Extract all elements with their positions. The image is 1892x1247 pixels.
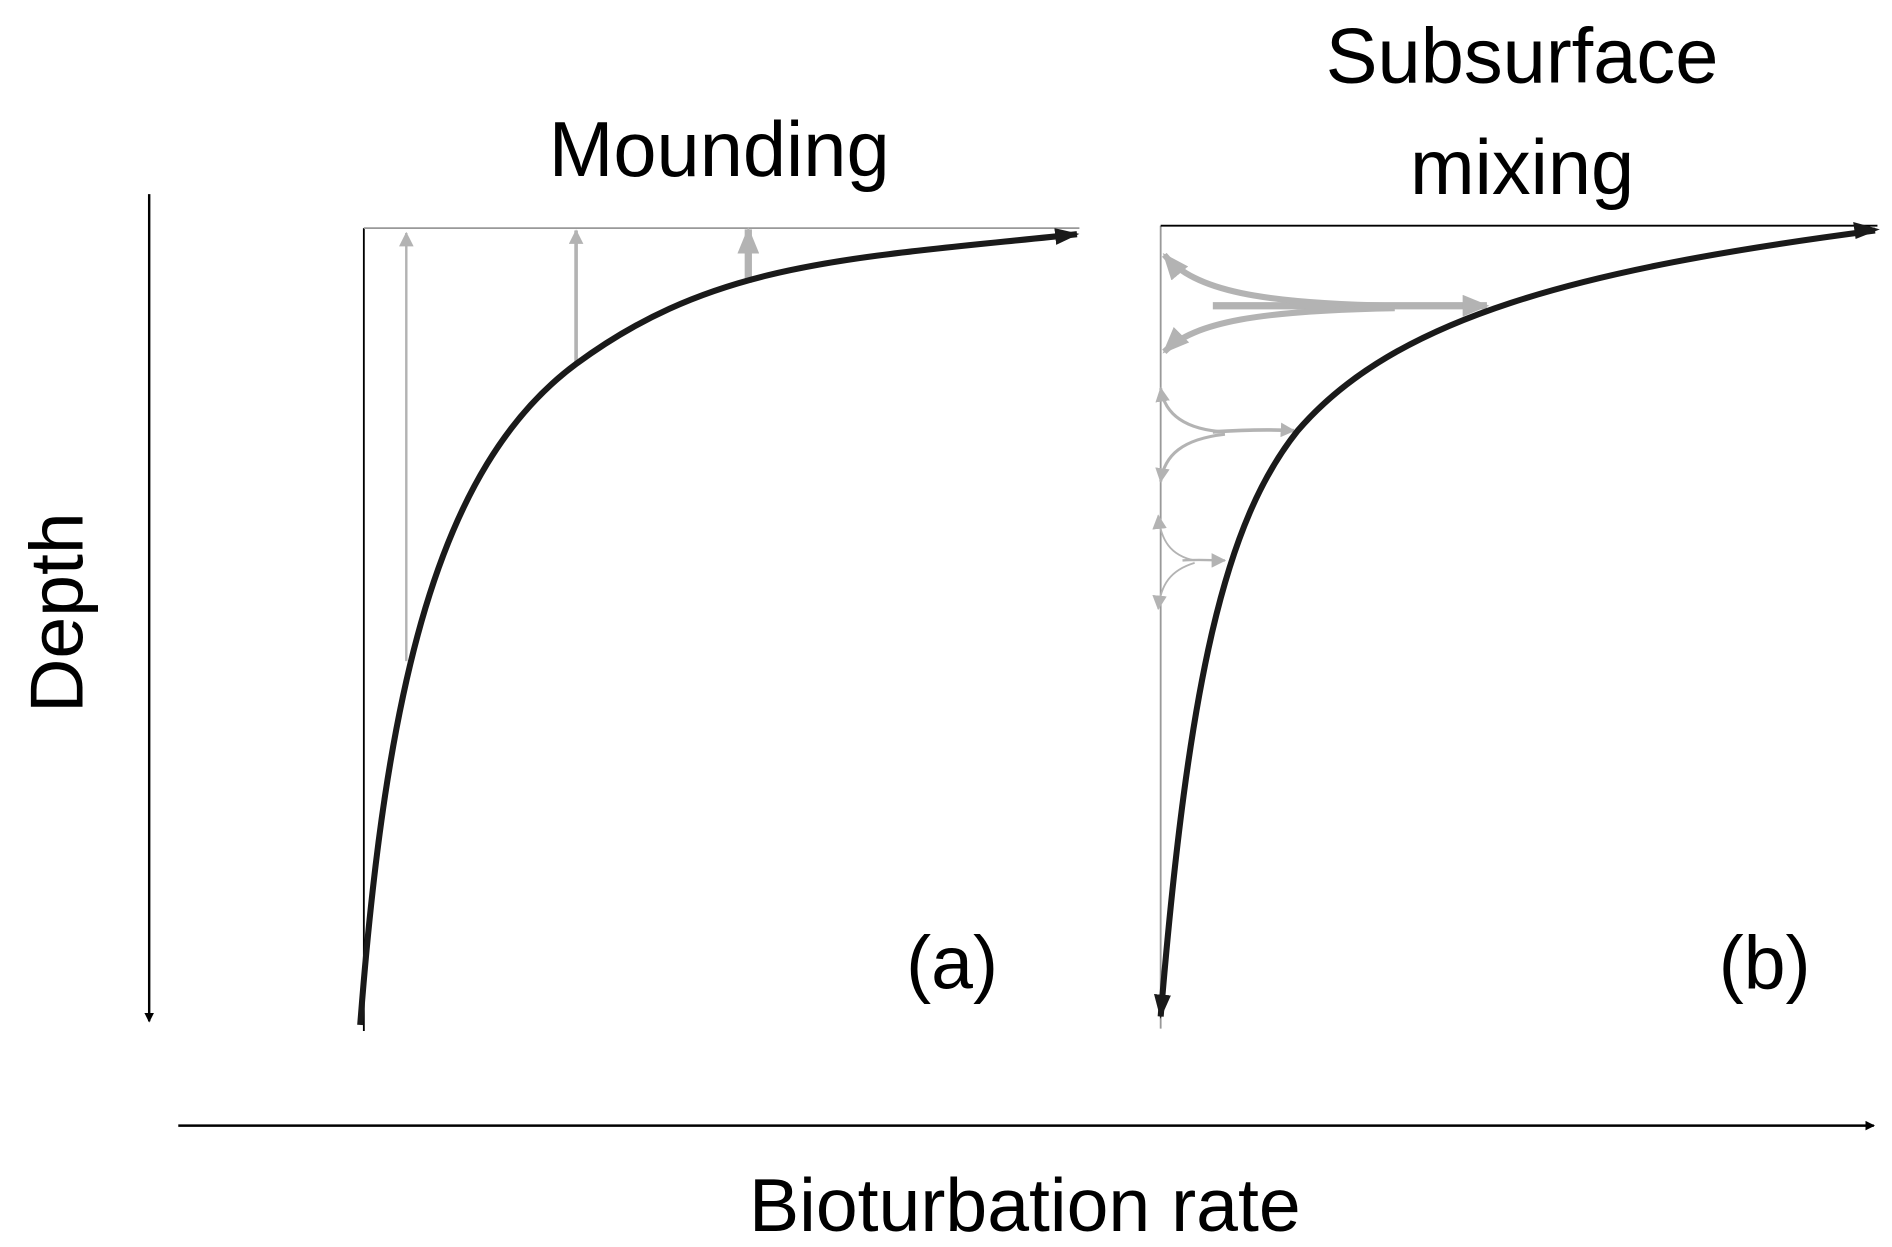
- mixing-arrow-medium-down: [1155, 432, 1226, 483]
- mixing-arrow-small-down: [1152, 561, 1195, 611]
- panel-b-subsurface-mixing: Subsurface mixing (b): [1152, 14, 1880, 1029]
- mixing-arrow-small-right: [1182, 553, 1227, 568]
- panel-a-label: (a): [906, 921, 998, 1005]
- mixing-arrow-large-up: [1161, 252, 1395, 309]
- depth-axis-label: Depth: [14, 512, 98, 713]
- mixing-arrow-small-up: [1152, 514, 1195, 562]
- panel-b-rate-curve: [1154, 227, 1876, 1019]
- mixing-arrow-medium-up: [1155, 387, 1226, 434]
- mixing-arrow-medium-right: [1212, 422, 1296, 438]
- panel-b-curve-top-arrowhead: [1853, 222, 1880, 240]
- panel-a-mounding: Mounding (a): [357, 107, 1080, 1032]
- mixing-arrow-large-down: [1162, 305, 1395, 355]
- panel-b-title-line2: mixing: [1410, 125, 1634, 211]
- panel-a-title: Mounding: [549, 107, 890, 193]
- panel-b-title-line1: Subsurface: [1326, 14, 1719, 100]
- panel-a-rate-curve: [357, 228, 1080, 1026]
- bioturbation-axis-label: Bioturbation rate: [749, 1163, 1301, 1247]
- panel-b-label: (b): [1719, 921, 1811, 1005]
